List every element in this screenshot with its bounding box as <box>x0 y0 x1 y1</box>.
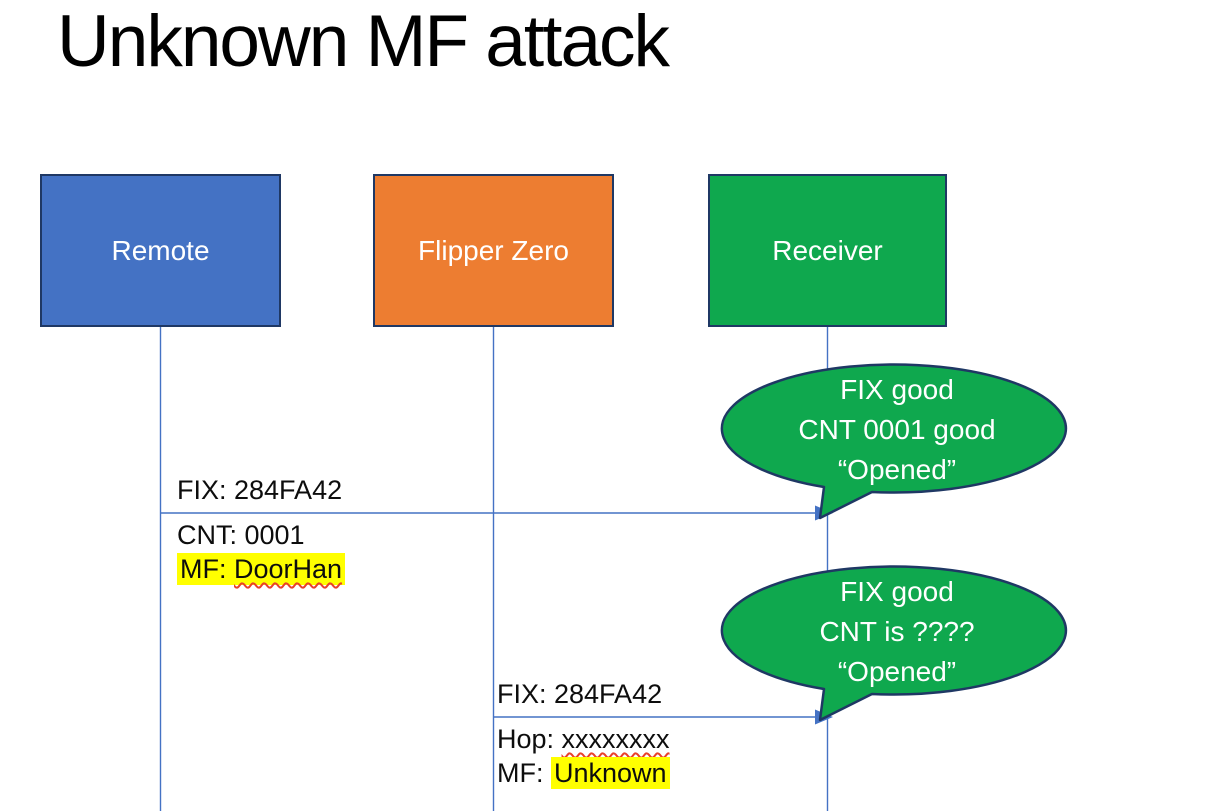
callout-2-line-1: FIX good <box>840 576 954 607</box>
actor-box-remote: Remote <box>40 174 281 327</box>
message-1-cnt-line: CNT: 0001 <box>177 518 345 552</box>
message-1-cnt-prefix: CNT: <box>177 520 245 550</box>
message-1-details: CNT: 0001 MF: DoorHan <box>177 518 346 586</box>
actor-label-flipper-zero: Flipper Zero <box>418 234 569 266</box>
actor-label-remote: Remote <box>111 234 210 266</box>
message-2-mf-prefix: MF: <box>497 758 551 788</box>
message-1-mf-value: DoorHan <box>234 554 343 584</box>
message-2-hop-value: xxxxxxxx <box>561 724 670 754</box>
callout-2-line-3: “Opened” <box>837 656 957 687</box>
callout-1-line-1: FIX good <box>840 374 954 405</box>
callout-2-text: FIX good CNT is ???? “Opened” <box>725 572 1069 692</box>
message-1-fix-label: FIX: 284FA42 <box>177 475 343 505</box>
message-2-fix-label: FIX: 284FA42 <box>497 679 663 709</box>
message-2-details: Hop: xxxxxxxx MF: Unknown <box>497 722 670 790</box>
callout-bubble-1-shape <box>720 363 1068 520</box>
actor-label-receiver: Receiver <box>772 234 883 266</box>
message-1-mf-line: MF: DoorHan <box>177 552 346 586</box>
callout-2-line-2: CNT is ???? <box>819 616 975 647</box>
actor-box-receiver: Receiver <box>708 174 947 327</box>
message-1-cnt-value: 0001 <box>244 520 305 550</box>
message-2-hop-line: Hop: xxxxxxxx <box>497 722 670 756</box>
message-2-mf-value: Unknown <box>551 757 670 789</box>
message-2-mf-line: MF: Unknown <box>497 756 670 790</box>
page-title: Unknown MF attack <box>57 1 670 82</box>
callout-1-text: FIX good CNT 0001 good “Opened” <box>725 370 1069 490</box>
message-2-hop-prefix: Hop: <box>497 724 562 754</box>
callout-1-line-3: “Opened” <box>837 454 957 485</box>
callout-1-line-2: CNT 0001 good <box>798 414 996 445</box>
callout-bubble-2-shape <box>720 565 1068 722</box>
message-1-mf-prefix: MF: <box>180 554 234 584</box>
actor-box-flipper-zero: Flipper Zero <box>373 174 614 327</box>
